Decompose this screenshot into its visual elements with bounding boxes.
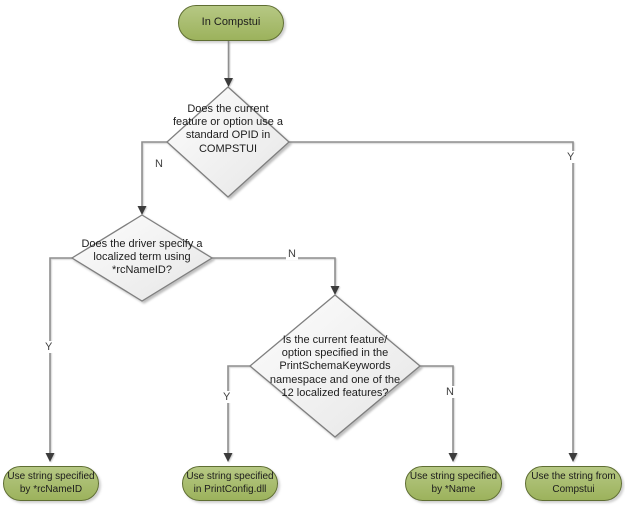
decision-label-2: Does the driver specify a localized term… — [81, 238, 203, 277]
edge-label-decision2-yes: Y — [43, 341, 55, 353]
decision-label-3: Is the current feature/ option specified… — [269, 334, 401, 399]
connector-decision2-no — [212, 257, 336, 286]
decision-diamond-1 — [166, 86, 290, 198]
connector-decision3-no — [420, 365, 454, 453]
terminal-use-rcnameid: Use string specified by *rcNameID — [3, 466, 99, 501]
arrowhead-into-terminal4 — [568, 453, 578, 462]
terminal-label: Use string specified by *Name — [409, 471, 498, 495]
terminal-label: Use string specified in PrintConfig.dll — [186, 471, 274, 495]
decision-diamond-2 — [70, 214, 214, 302]
connector-decision1-no — [141, 141, 167, 206]
arrowhead-into-terminal1 — [45, 453, 55, 462]
terminal-use-string-from-compstui: Use the string from Compstui — [525, 466, 622, 501]
terminal-use-printconfig-dll: Use string specified in PrintConfig.dll — [182, 466, 278, 501]
connector-decision2-yes — [49, 257, 72, 453]
arrowhead-into-decision3 — [330, 286, 340, 295]
arrowhead-into-decision1 — [224, 78, 233, 87]
terminal-start-label: In Compstui — [201, 16, 261, 29]
edge-label-decision3-no: N — [444, 386, 456, 398]
connectors — [45, 41, 578, 462]
edge-label-decision2-no: N — [286, 248, 298, 260]
decision-label-1: Does the current feature or option use a… — [172, 103, 284, 155]
terminal-start: In Compstui — [178, 5, 284, 41]
connector-decision1-yes — [289, 141, 574, 453]
arrowhead-into-terminal3 — [448, 453, 458, 462]
edge-label-decision1-yes: Y — [565, 151, 577, 163]
terminal-label: Use the string from Compstui — [531, 471, 616, 495]
connector-decision3-yes — [227, 365, 250, 453]
terminal-use-name: Use string specified by *Name — [405, 466, 502, 501]
arrowhead-into-terminal2 — [223, 453, 233, 462]
edge-label-decision1-no: N — [153, 158, 165, 170]
edge-label-decision3-yes: Y — [221, 391, 233, 403]
decision-diamond-3 — [248, 294, 422, 438]
arrowhead-into-decision2 — [137, 206, 147, 215]
decision-shapes — [70, 86, 422, 438]
terminal-label: Use string specified by *rcNameID — [7, 471, 95, 495]
